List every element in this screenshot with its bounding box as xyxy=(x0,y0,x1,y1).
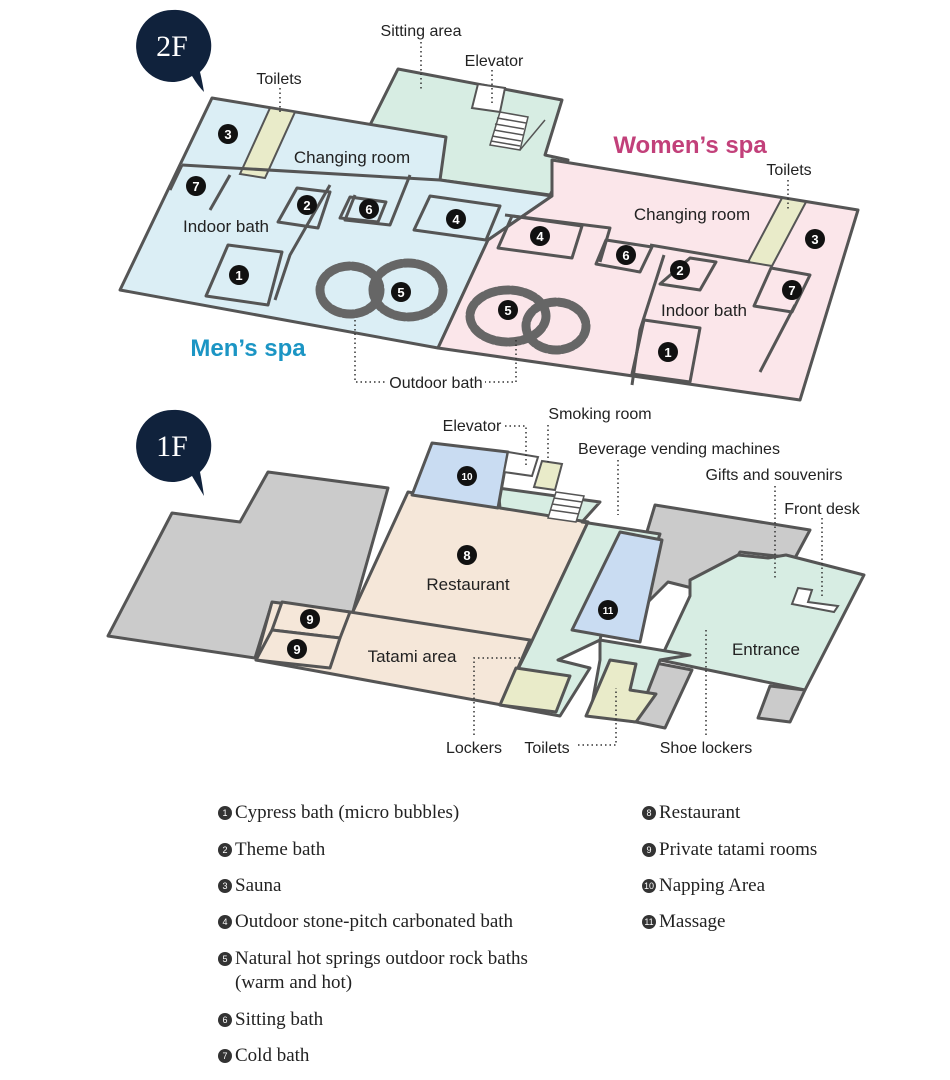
badges-1f: 10 8 9 9 11 xyxy=(287,466,618,659)
number-badge-5-women: 5 xyxy=(498,300,518,320)
number-badge-4-women: 4 xyxy=(530,226,550,246)
svg-text:1: 1 xyxy=(235,268,242,283)
elevator-shaft-1f xyxy=(502,450,540,478)
svg-text:1: 1 xyxy=(664,345,671,360)
mens-inner-walls xyxy=(168,163,502,307)
svg-text:6: 6 xyxy=(622,248,629,263)
number-badge-3-men: 3 xyxy=(218,124,238,144)
number-badge-7-men: 7 xyxy=(186,176,206,196)
mens-spa-title: Men’s spa xyxy=(190,335,306,362)
svg-text:9: 9 xyxy=(306,612,313,627)
svg-text:3: 3 xyxy=(224,127,231,142)
svg-text:2F: 2F xyxy=(156,30,188,63)
floor-badge-2f: 2F xyxy=(136,9,212,92)
label-changing-men: Changing room xyxy=(294,148,410,167)
svg-text:3: 3 xyxy=(811,232,818,247)
womens-inner-walls xyxy=(496,213,812,386)
leader-lines-2f xyxy=(279,42,789,383)
svg-text:10: 10 xyxy=(461,472,473,483)
mens-toilets-2f xyxy=(238,106,297,180)
svg-text:4: 4 xyxy=(452,212,460,227)
label-elevator-2f: Elevator xyxy=(465,53,524,70)
label-restaurant: Restaurant xyxy=(426,575,509,594)
stairs-2f xyxy=(489,111,546,151)
number-badge-1-men: 1 xyxy=(229,265,249,285)
number-badge-10: 10 xyxy=(457,466,477,486)
svg-text:9: 9 xyxy=(293,642,300,657)
toilets-1f-west xyxy=(498,666,572,714)
number-badge-4-men: 4 xyxy=(446,209,466,229)
number-badge-1-women: 1 xyxy=(658,342,678,362)
svg-text:5: 5 xyxy=(397,285,404,300)
svg-text:7: 7 xyxy=(192,179,199,194)
number-badge-5-men: 5 xyxy=(391,282,411,302)
toilets-1f-east xyxy=(584,658,658,724)
entrance-zone xyxy=(658,553,866,692)
rock-ring-women xyxy=(465,285,591,355)
label-vending-machines: Beverage vending machines xyxy=(578,441,780,458)
label-outdoor-bath: Outdoor bath xyxy=(389,375,482,392)
label-toilets-1f: Toilets xyxy=(524,740,569,757)
number-badge-9-upper: 9 xyxy=(300,609,320,629)
smoking-room-zone xyxy=(532,459,564,492)
floor-2f: 3 7 2 6 4 1 5 4 6 2 3 7 5 1 2F xyxy=(118,9,860,402)
number-badge-2-women: 2 xyxy=(670,260,690,280)
number-badge-11: 11 xyxy=(598,600,618,620)
rock-ring-men xyxy=(315,258,448,322)
label-toilets-men: Toilets xyxy=(256,71,301,88)
label-entrance: Entrance xyxy=(732,640,800,659)
stairs-1f xyxy=(547,491,585,523)
number-badge-6-men: 6 xyxy=(359,199,379,219)
svg-text:2: 2 xyxy=(676,263,683,278)
label-tatami-area: Tatami area xyxy=(368,647,457,666)
label-gifts-souvenirs: Gifts and souvenirs xyxy=(706,467,843,484)
number-badge-9-lower: 9 xyxy=(287,639,307,659)
number-badge-7-women: 7 xyxy=(782,280,802,300)
label-indoor-men: Indoor bath xyxy=(183,217,269,236)
massage-zone xyxy=(570,530,664,644)
gray-block-southeast xyxy=(756,684,807,724)
svg-text:4: 4 xyxy=(536,229,544,244)
label-changing-women: Changing room xyxy=(634,205,750,224)
label-elevator-1f: Elevator xyxy=(443,418,502,435)
label-toilets-women: Toilets xyxy=(766,162,811,179)
elevator-shaft-2f xyxy=(470,82,507,114)
floor-badge-1f: 1F xyxy=(136,409,212,496)
svg-text:8: 8 xyxy=(463,548,470,563)
svg-text:11: 11 xyxy=(603,606,614,617)
number-badge-6-women: 6 xyxy=(616,245,636,265)
svg-text:5: 5 xyxy=(504,303,511,318)
womens-toilets-2f xyxy=(746,196,808,268)
badges-2f: 3 7 2 6 4 1 5 4 6 2 3 7 5 1 xyxy=(186,124,825,362)
front-desk-counter xyxy=(790,586,840,614)
label-shoe-lockers: Shoe lockers xyxy=(660,740,753,757)
svg-text:1F: 1F xyxy=(156,430,188,463)
label-smoking-room: Smoking room xyxy=(548,406,651,423)
womens-spa-title: Women’s spa xyxy=(613,132,767,159)
number-badge-8: 8 xyxy=(457,545,477,565)
floor-1f: 10 8 9 9 11 1F Elevator Smoking room Bev… xyxy=(106,406,866,757)
label-front-desk: Front desk xyxy=(784,501,861,518)
label-lockers: Lockers xyxy=(446,740,502,757)
label-sitting-area: Sitting area xyxy=(381,23,462,40)
svg-text:7: 7 xyxy=(788,283,795,298)
svg-text:6: 6 xyxy=(365,202,372,217)
number-badge-3-women: 3 xyxy=(805,229,825,249)
svg-text:2: 2 xyxy=(303,198,310,213)
leader-lines-1f xyxy=(473,425,823,746)
number-badge-2-men: 2 xyxy=(297,195,317,215)
label-indoor-women: Indoor bath xyxy=(661,301,747,320)
